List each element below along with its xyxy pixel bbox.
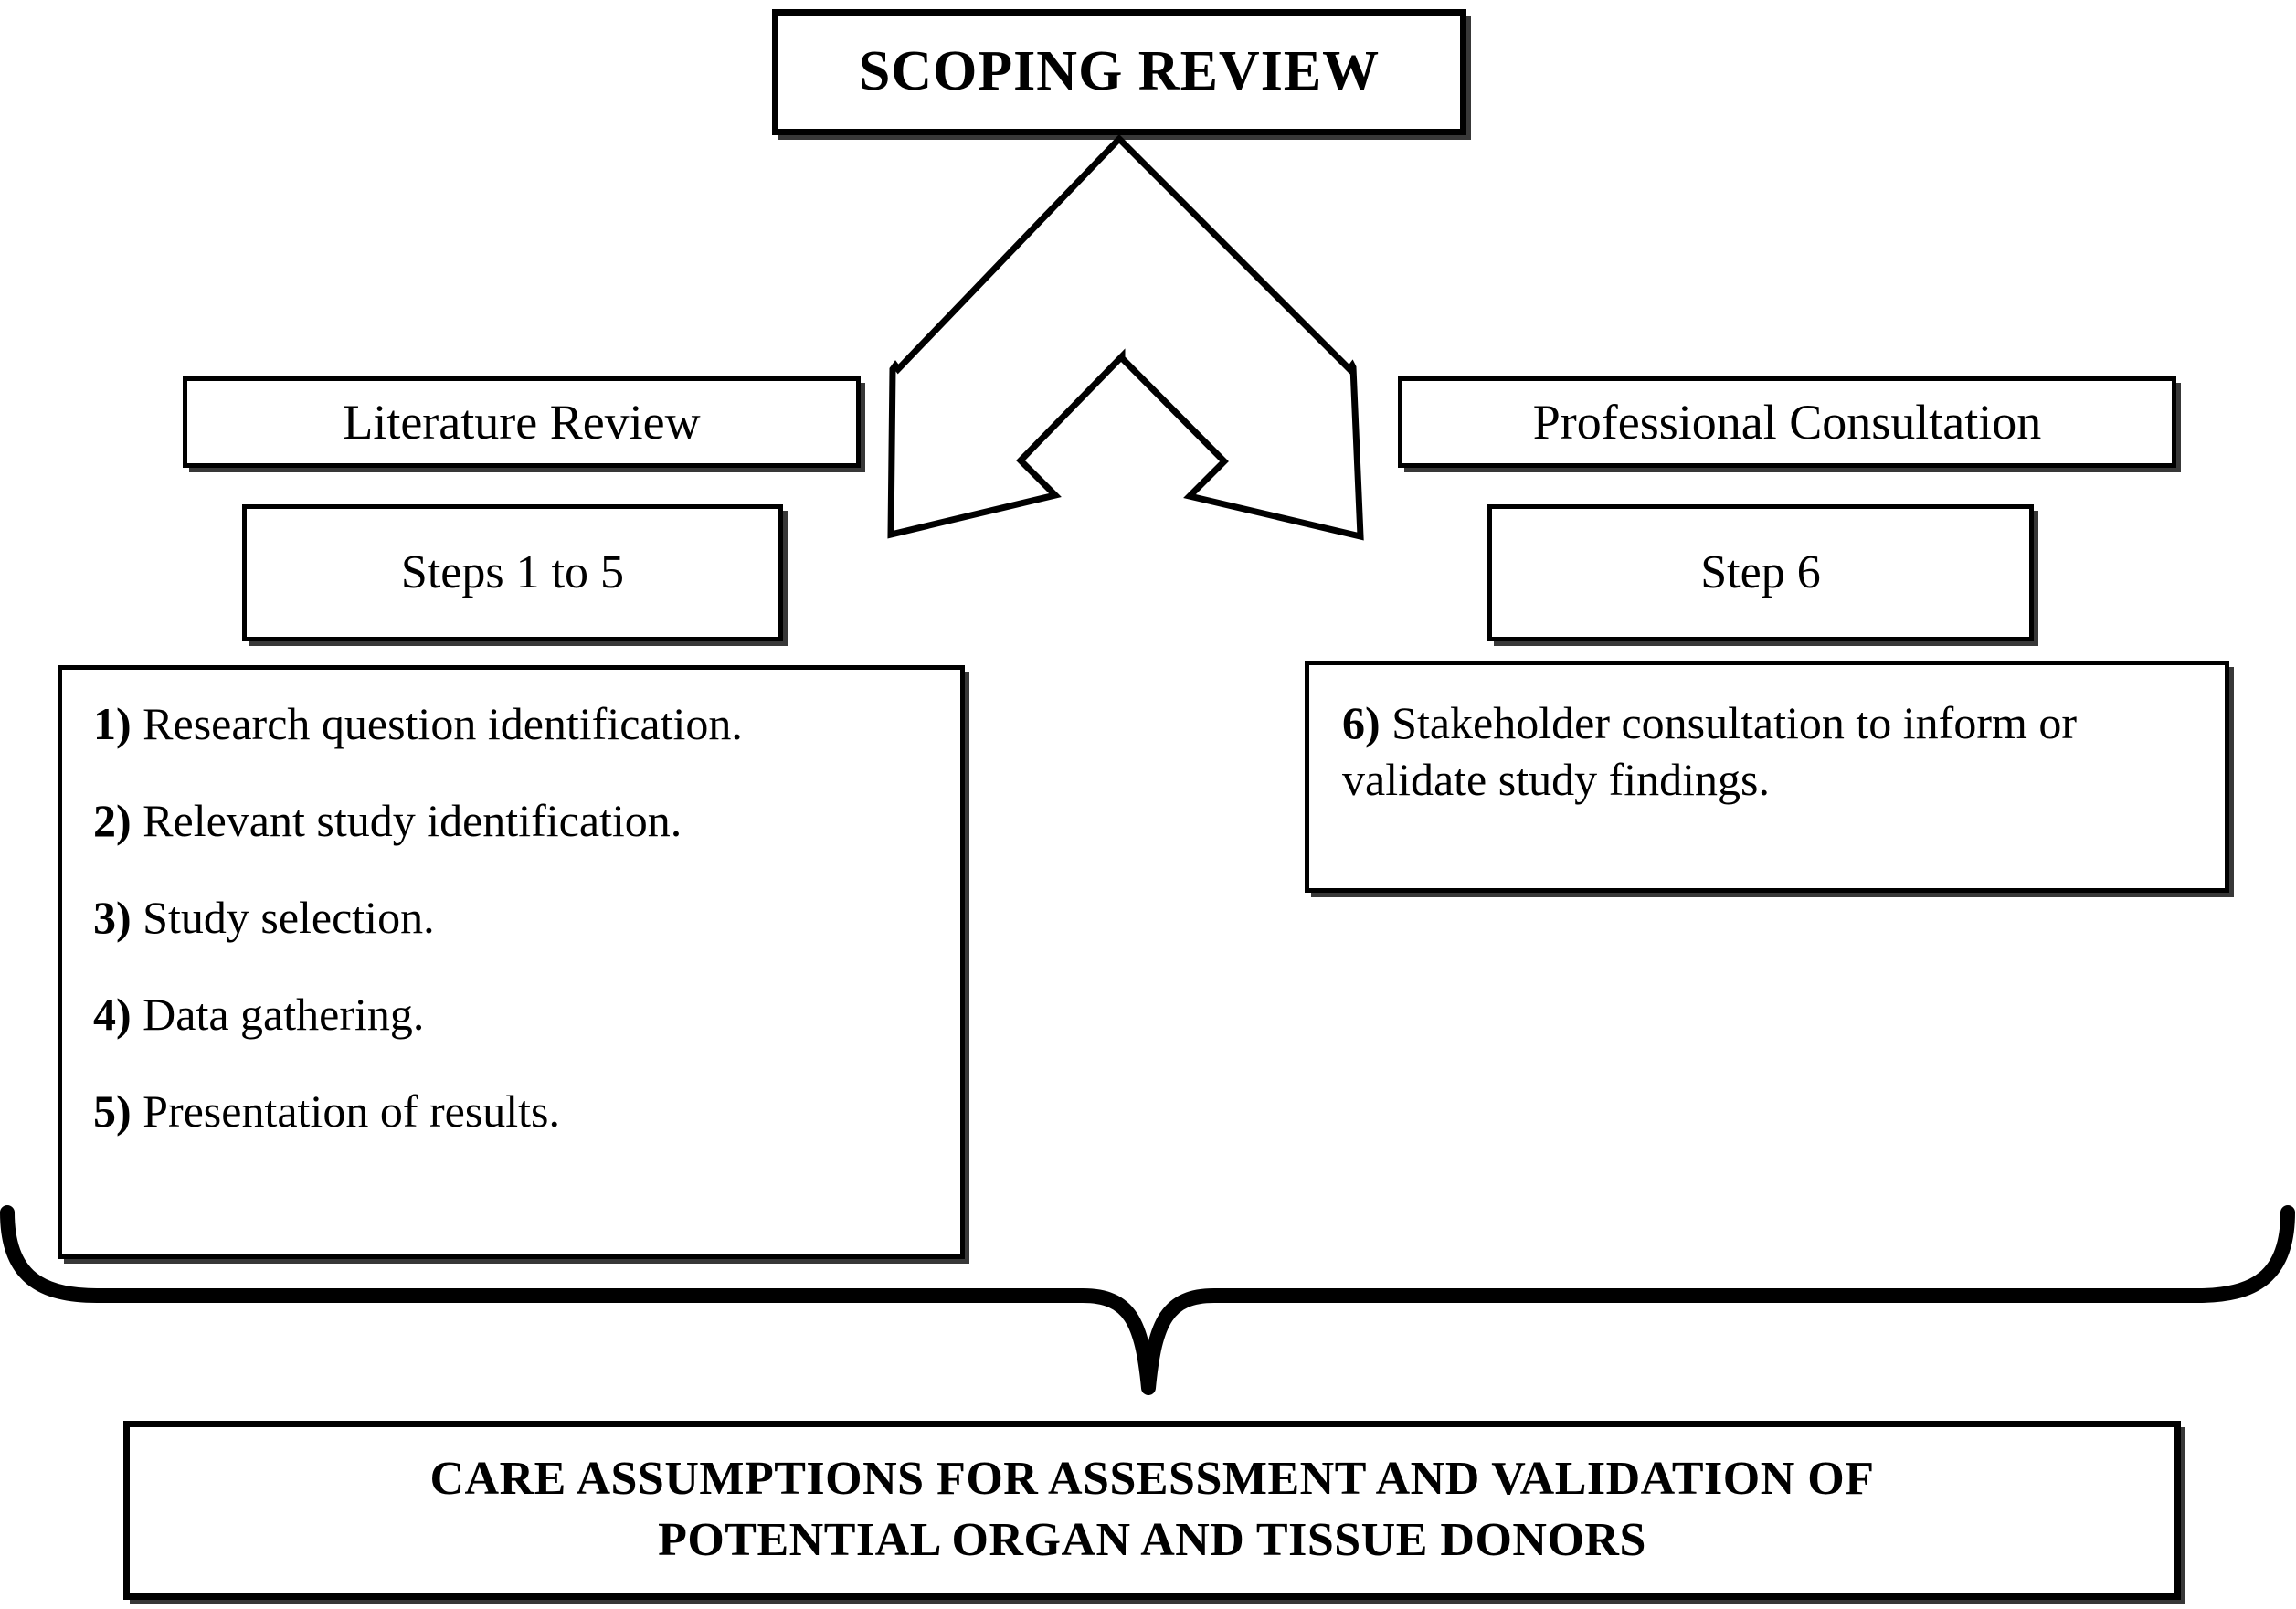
step-number: 6) <box>1342 697 1381 748</box>
professional-consultation-box: Professional Consultation <box>1398 376 2176 468</box>
literature-step-list: 1) Research question identification. 2) … <box>93 697 936 1138</box>
scoping-review-label: SCOPING REVIEW <box>858 40 1381 103</box>
step-6-label: Step 6 <box>1700 545 1821 598</box>
steps-1-to-5-box: Steps 1 to 5 <box>242 504 783 641</box>
steps-1-to-5-label: Steps 1 to 5 <box>400 545 625 598</box>
step-6-box: Step 6 <box>1487 504 2034 641</box>
step-text: Stakeholder consultation to inform or va… <box>1342 697 2078 805</box>
literature-steps-box: 1) Research question identification. 2) … <box>58 665 965 1259</box>
step-text: Relevant study identification. <box>143 795 682 846</box>
conclusion-box: CARE ASSUMPTIONS FOR ASSESSMENT AND VALI… <box>123 1421 2181 1600</box>
step-number: 4) <box>93 989 132 1040</box>
step-number: 3) <box>93 892 132 943</box>
stakeholder-text-wrap: 6) Stakeholder consultation to inform or… <box>1342 694 2197 808</box>
professional-consultation-label: Professional Consultation <box>1532 394 2042 450</box>
list-item: 2) Relevant study identification. <box>93 794 936 848</box>
scoping-review-box: SCOPING REVIEW <box>772 9 1466 135</box>
literature-review-box: Literature Review <box>183 376 861 468</box>
list-item: 5) Presentation of results. <box>93 1085 936 1138</box>
literature-review-label: Literature Review <box>343 394 701 450</box>
conclusion-line-1: CARE ASSUMPTIONS FOR ASSESSMENT AND VALI… <box>429 1453 1875 1506</box>
step-text: Study selection. <box>143 892 435 943</box>
step-text: Data gathering. <box>143 989 425 1040</box>
step-text: Research question identification. <box>143 698 743 749</box>
step-number: 1) <box>93 698 132 749</box>
step-number: 5) <box>93 1085 132 1137</box>
split-arrow-icon <box>887 133 1364 541</box>
step-text: Presentation of results. <box>143 1085 561 1137</box>
step-number: 2) <box>93 795 132 846</box>
stakeholder-consultation-box: 6) Stakeholder consultation to inform or… <box>1305 661 2229 893</box>
list-item: 3) Study selection. <box>93 891 936 945</box>
list-item: 1) Research question identification. <box>93 697 936 751</box>
conclusion-line-2: POTENTIAL ORGAN AND TISSUE DONORS <box>658 1514 1646 1566</box>
conclusion-text: CARE ASSUMPTIONS FOR ASSESSMENT AND VALI… <box>429 1449 1874 1571</box>
list-item: 4) Data gathering. <box>93 988 936 1042</box>
